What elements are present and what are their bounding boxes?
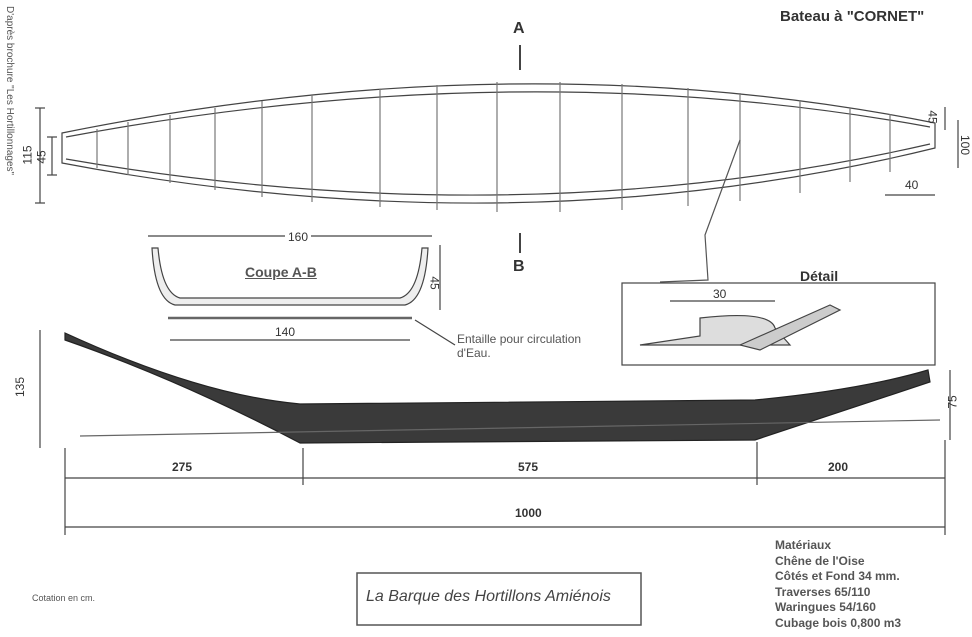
- section-mark-b: B: [513, 258, 525, 275]
- plan-frames: [96, 82, 891, 212]
- section-mark-a: A: [513, 20, 525, 37]
- dim-seg-1: 275: [172, 460, 193, 474]
- dim-plan-width: 115: [20, 145, 35, 165]
- dim-section-top: 160: [285, 230, 312, 244]
- caption-box: [356, 572, 642, 626]
- dim-seg-3: 200: [828, 460, 849, 474]
- section-title: Coupe A-B: [245, 264, 317, 280]
- dim-detail: 30: [713, 287, 727, 301]
- dim-plan-end: 45: [34, 150, 49, 164]
- dim-right-40: 40: [905, 178, 919, 192]
- dim-section-bottom: 140: [275, 325, 296, 339]
- plan-outline: [61, 83, 936, 204]
- drawing-title: Bateau à "CORNET": [780, 8, 925, 25]
- materials-item: Traverses 65/110: [775, 584, 871, 599]
- cotation-note: Cotation en cm.: [32, 593, 96, 603]
- materials-list: Matériaux Chêne de l'Oise Côtés et Fond …: [775, 538, 901, 631]
- dim-seg-2: 575: [518, 460, 539, 474]
- materials-item: Côtés et Fond 34 mm.: [775, 569, 900, 583]
- dim-side-stern: 75: [945, 395, 960, 409]
- dim-side-bow: 135: [13, 376, 28, 398]
- source-note: D'après brochure "Les Hortillonnages": [4, 6, 15, 176]
- materials-item: Cubage bois 0,800 m3: [775, 615, 902, 630]
- dim-right-45: 45: [925, 110, 940, 124]
- materials-item: Chêne de l'Oise: [775, 553, 865, 568]
- dim-section-height: 45: [427, 276, 442, 290]
- caption: La Barque des Hortillons Amiénois: [366, 588, 611, 605]
- materials-heading: Matériaux: [775, 538, 832, 552]
- materials-item: Waringues 54/160: [775, 600, 876, 614]
- dim-total: 1000: [515, 506, 542, 520]
- section-note: Entaille pour circulation d'Eau.: [457, 332, 582, 360]
- detail-box: [621, 282, 936, 366]
- hull-side-view: [64, 332, 931, 444]
- dim-right-100: 100: [958, 134, 972, 156]
- section-profile: [151, 247, 429, 306]
- detail-title: Détail: [800, 268, 839, 284]
